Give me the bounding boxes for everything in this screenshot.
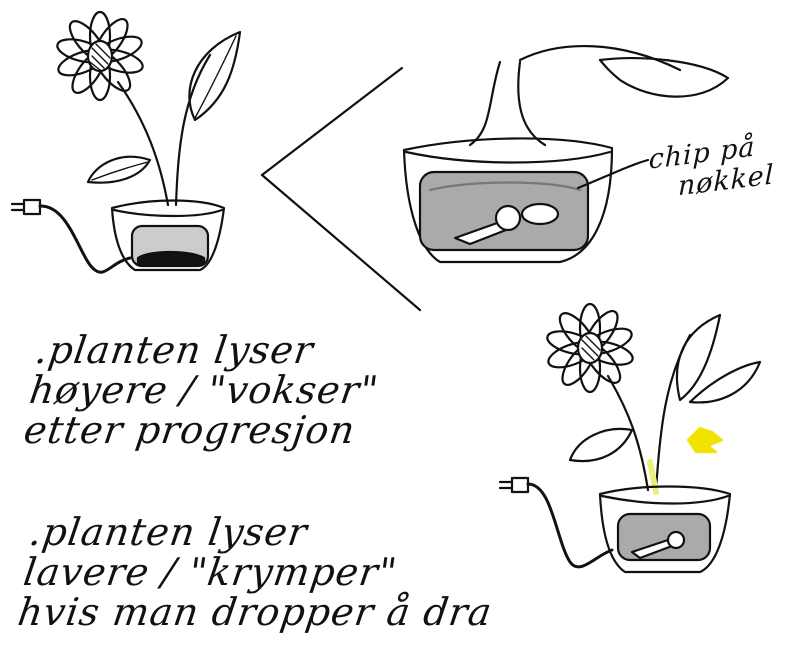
note-shrinks-line-3: hvis man dropper å dra [16, 592, 495, 632]
plant-bottom-right [500, 304, 760, 572]
note-shrinks-line-1: .planten lyser [27, 512, 506, 552]
zoom-line-bottom [262, 175, 420, 310]
plant-top-left [12, 12, 240, 272]
note-grows-line-2: høyere / "vokser" [27, 370, 381, 410]
note-grows: .planten lyser høyere / "vokser" etter p… [22, 330, 387, 450]
sunflower-icon [55, 12, 145, 100]
sunflower-icon [545, 304, 635, 392]
note-shrinks-line-2: lavere / "krymper" [21, 552, 500, 592]
note-shrinks: .planten lyser lavere / "krymper" hvis m… [16, 512, 506, 632]
note-grows-line-3: etter progresjon [22, 410, 376, 450]
zoom-line-top [262, 68, 402, 175]
note-grows-line-1: .planten lyser [33, 330, 387, 370]
